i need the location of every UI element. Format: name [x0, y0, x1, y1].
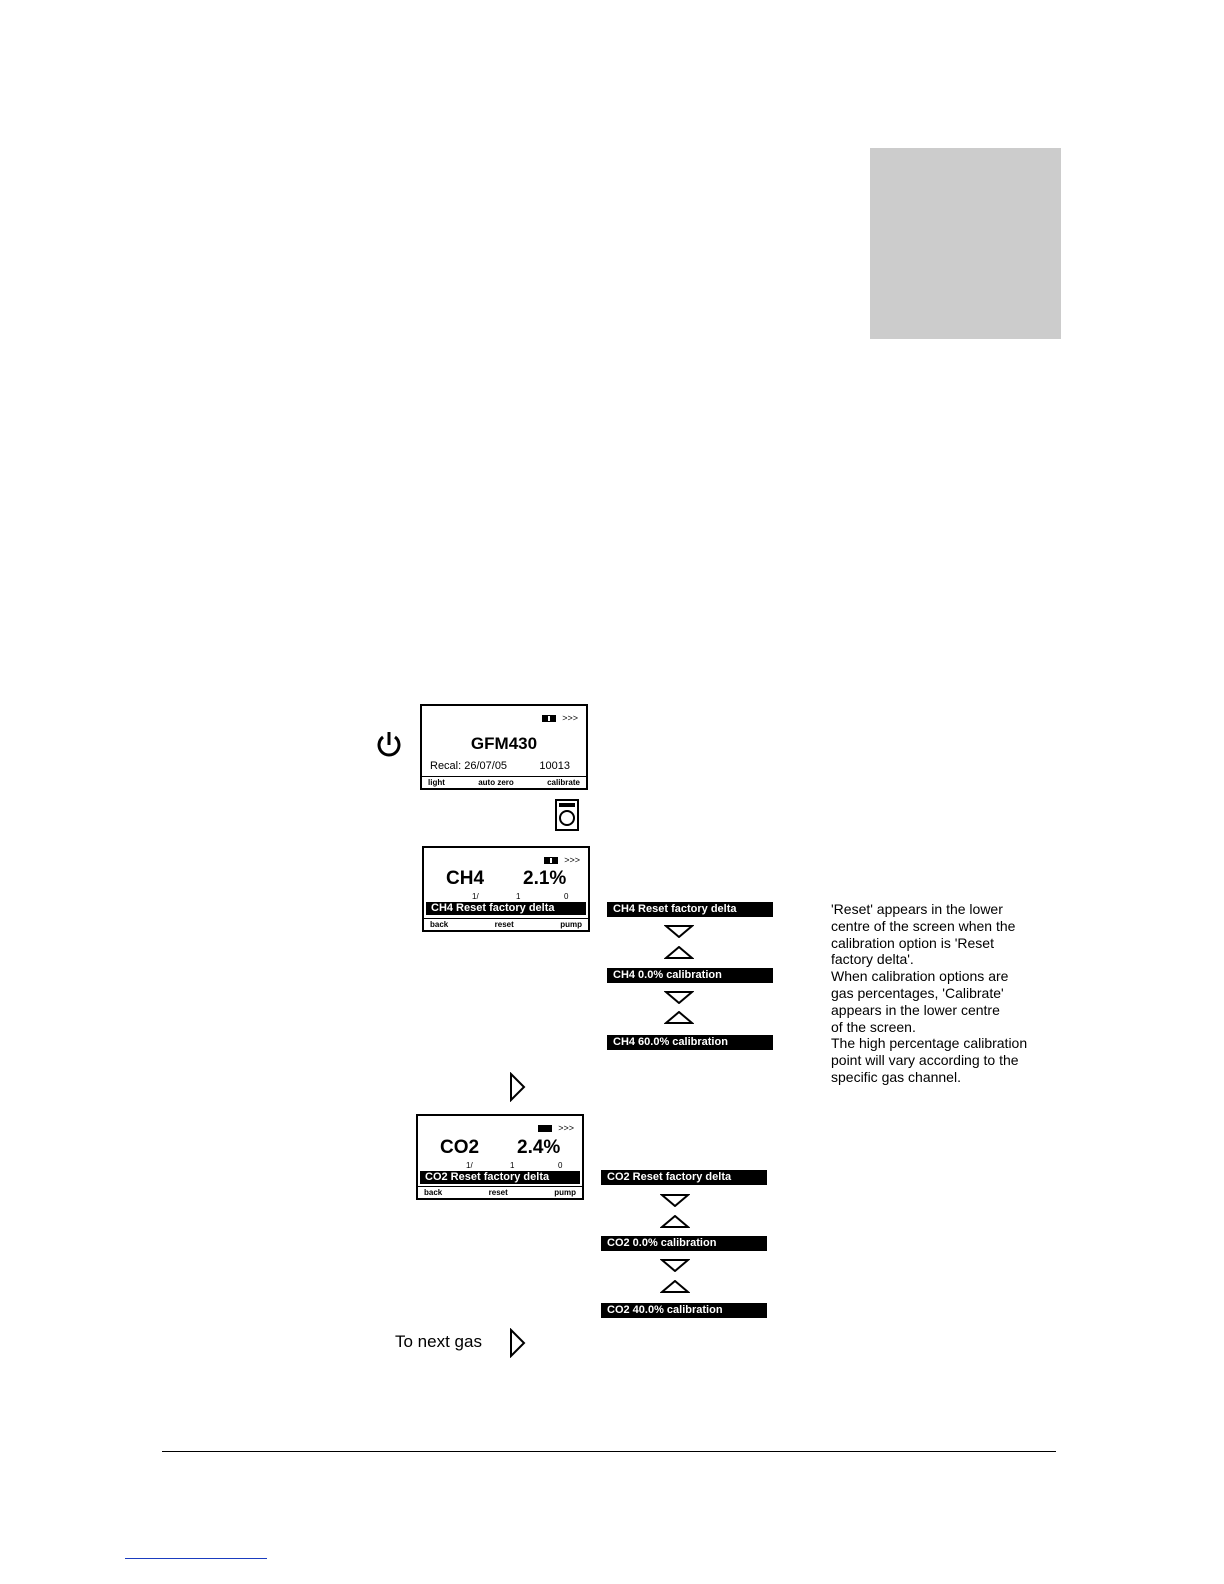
gas-reading: 2.4% — [517, 1137, 561, 1158]
right-arrow-icon — [508, 1328, 526, 1358]
up-triangle-icon — [664, 1011, 694, 1025]
scale-label: 0 — [558, 1161, 563, 1170]
ch4-option-span: CH4 60.0% calibration — [607, 1035, 773, 1050]
scale-label: 1/ — [466, 1161, 473, 1170]
down-triangle-icon — [664, 990, 694, 1004]
softkey-reset[interactable]: reset — [494, 920, 514, 929]
softkey-pump[interactable]: pump — [554, 1188, 576, 1197]
softkey-light[interactable]: light — [428, 778, 445, 787]
selected-option-bar: CH4 Reset factory delta — [426, 902, 586, 915]
status-indicator: >>> — [544, 855, 580, 865]
scale-label: 1 — [510, 1161, 515, 1170]
device-model: GFM430 — [470, 734, 538, 753]
power-icon — [375, 730, 403, 765]
softkey-row: back reset pump — [418, 1186, 582, 1198]
up-triangle-icon — [660, 1280, 690, 1294]
down-triangle-icon — [660, 1193, 690, 1207]
selected-option-bar: CO2 Reset factory delta — [420, 1171, 580, 1184]
battery-icon — [544, 856, 559, 864]
gas-reading: 2.1% — [523, 868, 567, 889]
up-triangle-icon — [664, 946, 694, 960]
scale-label: 1/ — [472, 892, 479, 901]
down-triangle-icon — [660, 1258, 690, 1272]
softkey-back[interactable]: back — [424, 1188, 443, 1197]
section-tab-block — [870, 148, 1061, 339]
softkey-auto-zero[interactable]: auto zero — [478, 778, 514, 787]
ch4-option-zero: CH4 0.0% calibration — [607, 968, 773, 983]
softkey-pump[interactable]: pump — [560, 920, 582, 929]
lcd-co2-screen: >>> CO2 2.4% 1/ 1 0 CO2 Reset factory de… — [416, 1114, 584, 1200]
recal-date: Recal: 26/07/05 — [430, 760, 508, 772]
gas-name: CO2 — [440, 1137, 480, 1158]
scale-label: 1 — [516, 892, 521, 901]
softkey-row: light auto zero calibrate — [422, 776, 586, 788]
footer-link-underline — [125, 1558, 267, 1559]
status-indicator: >>> — [538, 1123, 574, 1133]
next-gas-label: To next gas — [395, 1332, 482, 1351]
status-indicator: >>> — [542, 713, 578, 723]
explanation-note: 'Reset' appears in the lower centre of t… — [831, 901, 1028, 1085]
lcd-home-screen: >>> GFM430 Recal: 26/07/05 10013 light a… — [420, 704, 588, 790]
footer-divider — [162, 1451, 1056, 1452]
co2-option-reset: CO2 Reset factory delta — [601, 1170, 767, 1185]
softkey-row: back reset pump — [424, 918, 588, 930]
softkey-reset[interactable]: reset — [488, 1188, 508, 1197]
down-triangle-icon — [664, 924, 694, 938]
lcd-ch4-screen: >>> CH4 2.1% 1/ 1 0 CH4 Reset factory de… — [422, 846, 590, 932]
scale-label: 0 — [564, 892, 569, 901]
softkey-calibrate[interactable]: calibrate — [547, 778, 580, 787]
co2-option-zero: CO2 0.0% calibration — [601, 1236, 767, 1251]
enter-key-icon — [555, 799, 579, 836]
up-triangle-icon — [660, 1215, 690, 1229]
ch4-option-reset: CH4 Reset factory delta — [607, 902, 773, 917]
softkey-back[interactable]: back — [430, 920, 449, 929]
battery-icon — [538, 1124, 553, 1132]
right-arrow-icon — [508, 1072, 526, 1102]
co2-option-span: CO2 40.0% calibration — [601, 1303, 767, 1318]
serial-number: 10013 — [539, 760, 570, 772]
battery-icon — [542, 714, 557, 722]
gas-name: CH4 — [446, 868, 485, 889]
